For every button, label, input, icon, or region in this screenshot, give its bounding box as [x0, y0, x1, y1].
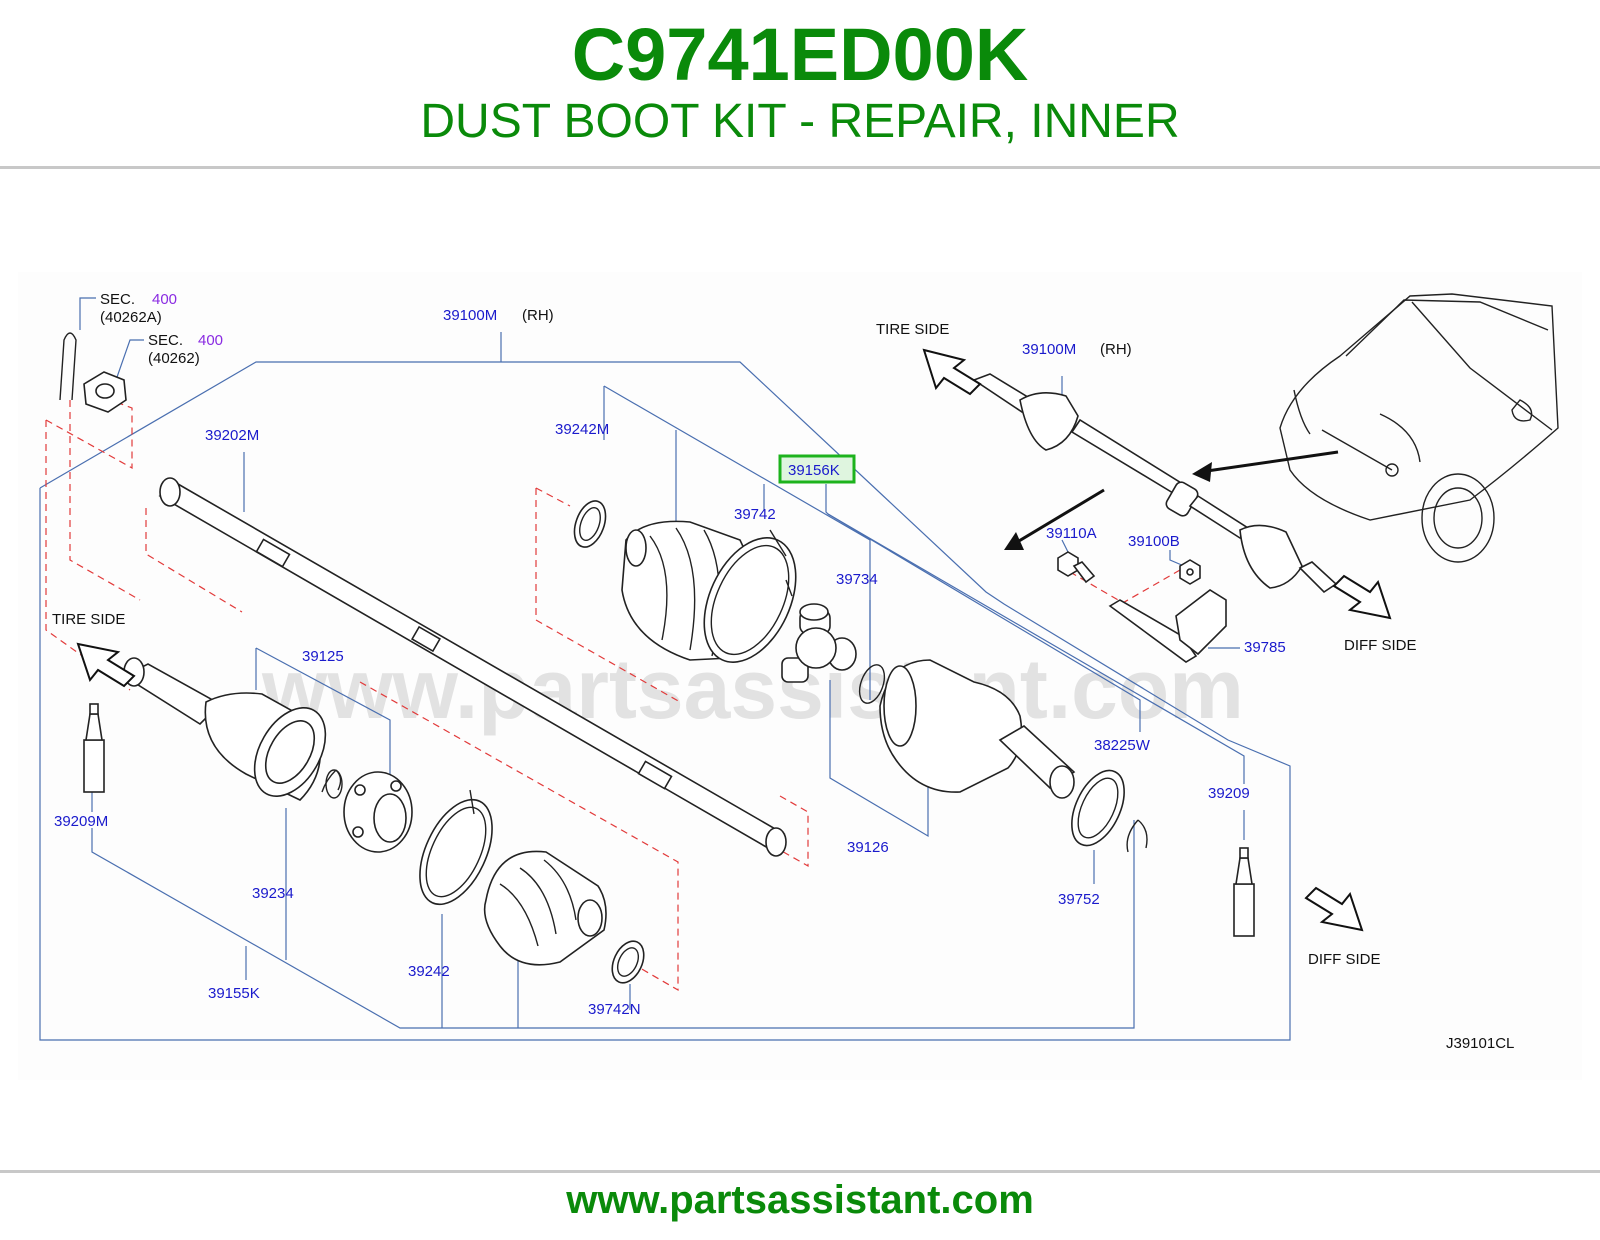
dash-sec-mid — [45, 395, 133, 470]
leader-sec-a — [79, 297, 96, 330]
tire-side-arrow-top — [922, 348, 982, 396]
grease-tube-39209M — [83, 703, 105, 793]
tire-side-arrow-left — [76, 642, 136, 688]
vehicle-outline — [1279, 293, 1559, 563]
dash-sec-inner — [69, 400, 141, 601]
diff-side-arrow-bottom — [1304, 886, 1364, 932]
callout-39752[interactable]: 39752 — [1058, 891, 1100, 908]
callout-39742[interactable]: 39742 — [734, 506, 776, 523]
footer-divider — [0, 1170, 1600, 1173]
circlip-39234 — [321, 769, 343, 799]
sec-ref-b: (40262) — [148, 350, 200, 367]
hub-nut — [83, 371, 127, 413]
callout-39209M[interactable]: 39209M — [54, 813, 108, 830]
tire-side-label-left: TIRE SIDE — [52, 611, 125, 628]
sec-number-b[interactable]: 400 — [198, 332, 223, 349]
watermark-text: www.partsassistant.com — [261, 642, 1244, 736]
dash-shaft-end — [779, 795, 809, 868]
sec-label-b: SEC. — [148, 332, 183, 349]
rh-label-a: (RH) — [522, 307, 554, 324]
leader-sec-b — [115, 339, 144, 381]
outer-cv-joint — [122, 657, 327, 801]
snap-ring-39734 — [858, 664, 886, 704]
inner-race-39125 — [343, 771, 413, 853]
part-code-title: C9741ED00K — [571, 13, 1029, 96]
dash-kit-top — [535, 488, 681, 703]
callout-39126[interactable]: 39126 — [847, 839, 889, 856]
diff-side-arrow-right — [1332, 574, 1392, 620]
leader-39100B — [1169, 550, 1185, 567]
callout-39110A[interactable]: 39110A — [1046, 525, 1097, 542]
boot-clamp-39242M — [573, 500, 607, 548]
callout-39242[interactable]: 39242 — [408, 963, 450, 980]
callout-39100M-b[interactable]: 39100M — [1022, 341, 1076, 358]
pointer-arrow-2 — [1004, 488, 1105, 550]
bracket-39785 — [1108, 589, 1227, 663]
callout-39734[interactable]: 39734 — [836, 571, 878, 588]
callout-39100M-a[interactable]: 39100M — [443, 307, 497, 324]
callout-38225W[interactable]: 38225W — [1094, 737, 1151, 754]
boot-band-39742 — [703, 529, 797, 663]
callout-39155K[interactable]: 39155K — [208, 985, 260, 1002]
outer-boot — [483, 850, 607, 966]
assembly-frame — [39, 361, 1291, 1041]
boot-clamp-39742N — [611, 940, 645, 984]
dash-boot-lower — [359, 681, 679, 992]
frame-right-inner — [827, 513, 1245, 784]
dash-shaft — [145, 508, 243, 613]
frame-39125 — [255, 647, 391, 790]
dash-bracket-b — [1113, 569, 1181, 609]
assembled-drive-shaft — [972, 373, 1338, 594]
spider-39734 — [781, 603, 857, 683]
callout-39125[interactable]: 39125 — [302, 648, 344, 665]
header-divider — [0, 166, 1600, 169]
callout-39234[interactable]: 39234 — [252, 885, 294, 902]
callout-39242M[interactable]: 39242M — [555, 421, 609, 438]
part-description: DUST BOOT KIT - REPAIR, INNER — [420, 95, 1180, 148]
callout-39100B[interactable]: 39100B — [1128, 533, 1180, 550]
footer-url[interactable]: www.partsassistant.com — [566, 1178, 1034, 1222]
diff-side-label-right: DIFF SIDE — [1344, 637, 1417, 654]
nut-39100B — [1179, 559, 1201, 585]
bolt-39110A — [1057, 551, 1096, 584]
tire-side-label-top: TIRE SIDE — [876, 321, 949, 338]
callout-39156K-highlighted[interactable]: 39156K — [788, 462, 840, 479]
callout-39785[interactable]: 39785 — [1244, 639, 1286, 656]
boot-band-39242 — [419, 789, 493, 906]
drive-shaft — [158, 477, 787, 857]
sec-ref-a: (40262A) — [100, 309, 162, 326]
sec-label-a: SEC. — [100, 291, 135, 308]
grease-tube-39209 — [1233, 847, 1255, 937]
rh-label-b: (RH) — [1100, 341, 1132, 358]
oil-seal-39752 — [1071, 769, 1125, 847]
drawing-code: J39101CL — [1446, 1035, 1514, 1052]
callout-39742N[interactable]: 39742N — [588, 1001, 641, 1018]
snap-ring-38225W — [1126, 819, 1148, 853]
callout-39209[interactable]: 39209 — [1208, 785, 1250, 802]
cotter-pin — [59, 332, 77, 401]
frame-bottom-39155K — [91, 820, 1135, 1029]
callout-39202M[interactable]: 39202M — [205, 427, 259, 444]
sec-number-a[interactable]: 400 — [152, 291, 177, 308]
inner-joint-housing — [879, 659, 1076, 799]
pointer-arrow-1 — [1192, 450, 1339, 482]
diff-side-label-bottom: DIFF SIDE — [1308, 951, 1381, 968]
dash-kit-top-b — [535, 487, 571, 507]
highlight-box — [778, 454, 856, 484]
